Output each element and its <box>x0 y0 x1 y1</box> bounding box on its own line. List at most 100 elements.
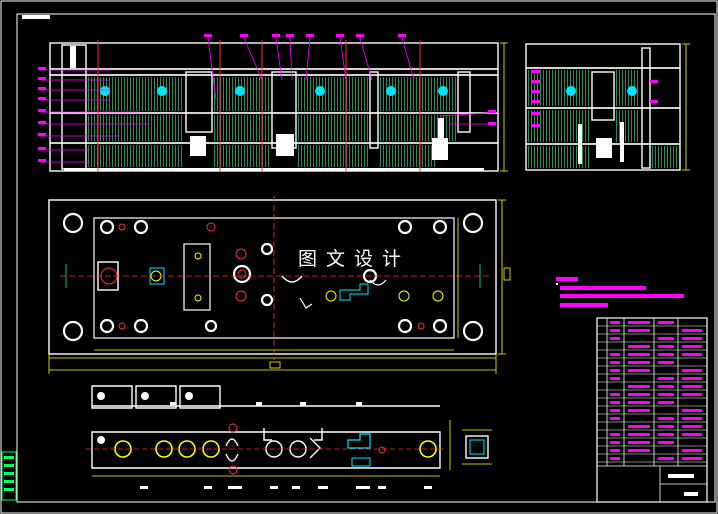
hatch-line <box>416 77 417 111</box>
hatch-line <box>555 110 556 142</box>
hatch-line <box>422 77 423 111</box>
hatch-line <box>130 115 131 141</box>
hatch-line <box>352 77 353 111</box>
hatch-line <box>238 145 239 167</box>
hatch-line <box>316 115 317 141</box>
hatch-line <box>178 115 179 141</box>
hatch-line <box>127 115 128 141</box>
hatch-line <box>118 145 119 167</box>
hatch-line <box>552 70 553 106</box>
hatch-line <box>455 77 456 111</box>
hatch-line <box>413 145 414 167</box>
hatch-line <box>142 115 143 141</box>
title-block-cell-text <box>682 329 702 332</box>
hatch-line <box>552 146 553 168</box>
hatch-line <box>268 115 269 141</box>
hatch-line <box>268 145 269 167</box>
hatch-line <box>301 77 302 111</box>
hatch-line <box>88 77 89 111</box>
hatch-line <box>178 145 179 167</box>
hatch-line <box>310 77 311 111</box>
hatch-line <box>307 77 308 111</box>
hatch-line <box>250 115 251 141</box>
hatch-line <box>238 115 239 141</box>
hatch-line <box>127 77 128 111</box>
hatch-line <box>304 77 305 111</box>
title-block-cell-text <box>658 441 674 444</box>
hatch-line <box>407 145 408 167</box>
hatch-line <box>178 77 179 111</box>
hatch-line <box>313 145 314 167</box>
hatch-line <box>229 77 230 111</box>
title-block-cell-text <box>610 457 620 460</box>
hatch-line <box>133 145 134 167</box>
hatch-line <box>328 115 329 141</box>
title-block-cell-text <box>682 369 702 372</box>
hatch-line <box>157 145 158 167</box>
hatch-line <box>94 145 95 167</box>
hatch-line <box>298 145 299 167</box>
hatch-line <box>160 145 161 167</box>
title-block-cell-text <box>658 377 674 380</box>
hatch-line <box>549 70 550 106</box>
hatch-line <box>244 145 245 167</box>
title-block-cell-text <box>628 441 650 444</box>
hatch-line <box>558 146 559 168</box>
hatch-line <box>259 145 260 167</box>
hatch-line <box>247 115 248 141</box>
top-left-mark <box>22 15 50 19</box>
hatch-line <box>582 146 583 168</box>
title-block-cell-text <box>628 345 650 348</box>
hatch-line <box>386 145 387 167</box>
hatch-line <box>235 77 236 111</box>
title-block-cell-text <box>610 409 620 412</box>
hatch-line <box>223 145 224 167</box>
hatch-line <box>425 115 426 141</box>
hatch-line <box>413 115 414 141</box>
title-block-cell-text <box>658 401 674 404</box>
hatch-line <box>579 70 580 106</box>
hatch-line <box>226 145 227 167</box>
hatch-line <box>398 115 399 141</box>
hatch-line <box>416 115 417 141</box>
hatch-line <box>133 115 134 141</box>
hatch-line <box>546 70 547 106</box>
title-block-cell-text <box>610 393 620 396</box>
hatch-line <box>148 77 149 111</box>
hatch-line <box>386 77 387 111</box>
hatch-line <box>380 115 381 141</box>
hatch-line <box>127 145 128 167</box>
hatch-line <box>401 145 402 167</box>
hatch-line <box>91 145 92 167</box>
hatch-line <box>172 77 173 111</box>
title-block-cell-text <box>610 417 620 420</box>
hatch-line <box>588 70 589 106</box>
hatch-line <box>244 115 245 141</box>
hatch-line <box>564 70 565 106</box>
hatch-line <box>328 145 329 167</box>
hatch-line <box>428 77 429 111</box>
hatch-line <box>106 145 107 167</box>
hatch-line <box>673 146 674 168</box>
hatch-line <box>389 145 390 167</box>
hatch-line <box>428 115 429 141</box>
hatch-line <box>576 70 577 106</box>
hatch-line <box>340 77 341 111</box>
hatch-line <box>115 145 116 167</box>
hatch-line <box>386 115 387 141</box>
section-view-side <box>525 43 690 171</box>
hatch-line <box>349 77 350 111</box>
hatch-line <box>676 146 677 168</box>
hatch-line <box>175 77 176 111</box>
title-block-cell-text <box>682 449 702 452</box>
hatch-line <box>352 115 353 141</box>
hatch-line <box>109 145 110 167</box>
hatch-line <box>166 115 167 141</box>
hatch-line <box>259 77 260 111</box>
hatch-line <box>163 115 164 141</box>
hatch-line <box>622 70 623 106</box>
hatch-line <box>407 115 408 141</box>
hatch-line <box>543 110 544 142</box>
hatch-line <box>667 146 668 168</box>
